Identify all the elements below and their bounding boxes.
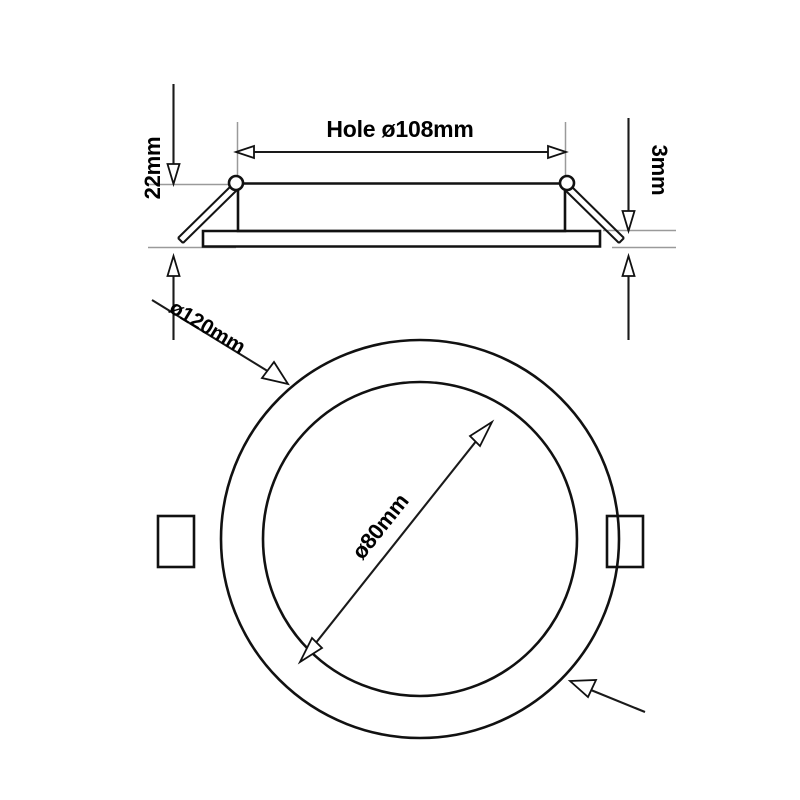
hole-arrow-left-icon (233, 144, 255, 160)
outer-diameter-arrow-icon (260, 360, 290, 386)
depth-dimension (166, 84, 181, 340)
spring-clip-left (177, 184, 238, 244)
rim-leader-arrow (567, 679, 646, 713)
depth-arrow-down-icon (166, 163, 181, 188)
hole-diameter-label: Hole ø108mm (326, 116, 473, 142)
thickness-label: 3mm (647, 145, 672, 196)
plan-view (151, 299, 646, 740)
thickness-arrow-down-icon (621, 210, 636, 235)
inner-aperture-circle (261, 380, 579, 698)
depth-arrow-up-icon (166, 252, 181, 277)
front-flange-plate (201, 229, 602, 248)
aperture-arrow-upper-icon (468, 419, 495, 448)
spring-clip-tab-left (156, 514, 196, 569)
thickness-arrow-up-icon (621, 252, 636, 277)
housing-body (236, 182, 567, 233)
rim-leader-line (585, 687, 646, 713)
rim-leader-arrow-icon (567, 679, 598, 699)
spring-clip-tab-right (605, 514, 645, 569)
cross-section-view (148, 84, 676, 340)
hole-diameter-dimension (233, 144, 569, 160)
outer-rim-circle (219, 338, 621, 740)
outer-diameter-dimension (151, 299, 290, 386)
aperture-arrow-lower-icon (297, 636, 324, 665)
thickness-dimension (621, 118, 636, 340)
pivot-left (227, 174, 245, 192)
aperture-dimension-line (310, 434, 482, 650)
aperture-diameter-dimension (297, 419, 495, 665)
spring-clip-right (564, 184, 625, 244)
outer-diameter-label: ø120mm (165, 296, 249, 359)
aperture-diameter-label: ø80mm (347, 489, 414, 564)
hole-arrow-right-icon (547, 144, 569, 160)
pivot-right (558, 174, 576, 192)
outer-diameter-leader-line (151, 299, 275, 376)
depth-label: 22mm (140, 137, 165, 200)
